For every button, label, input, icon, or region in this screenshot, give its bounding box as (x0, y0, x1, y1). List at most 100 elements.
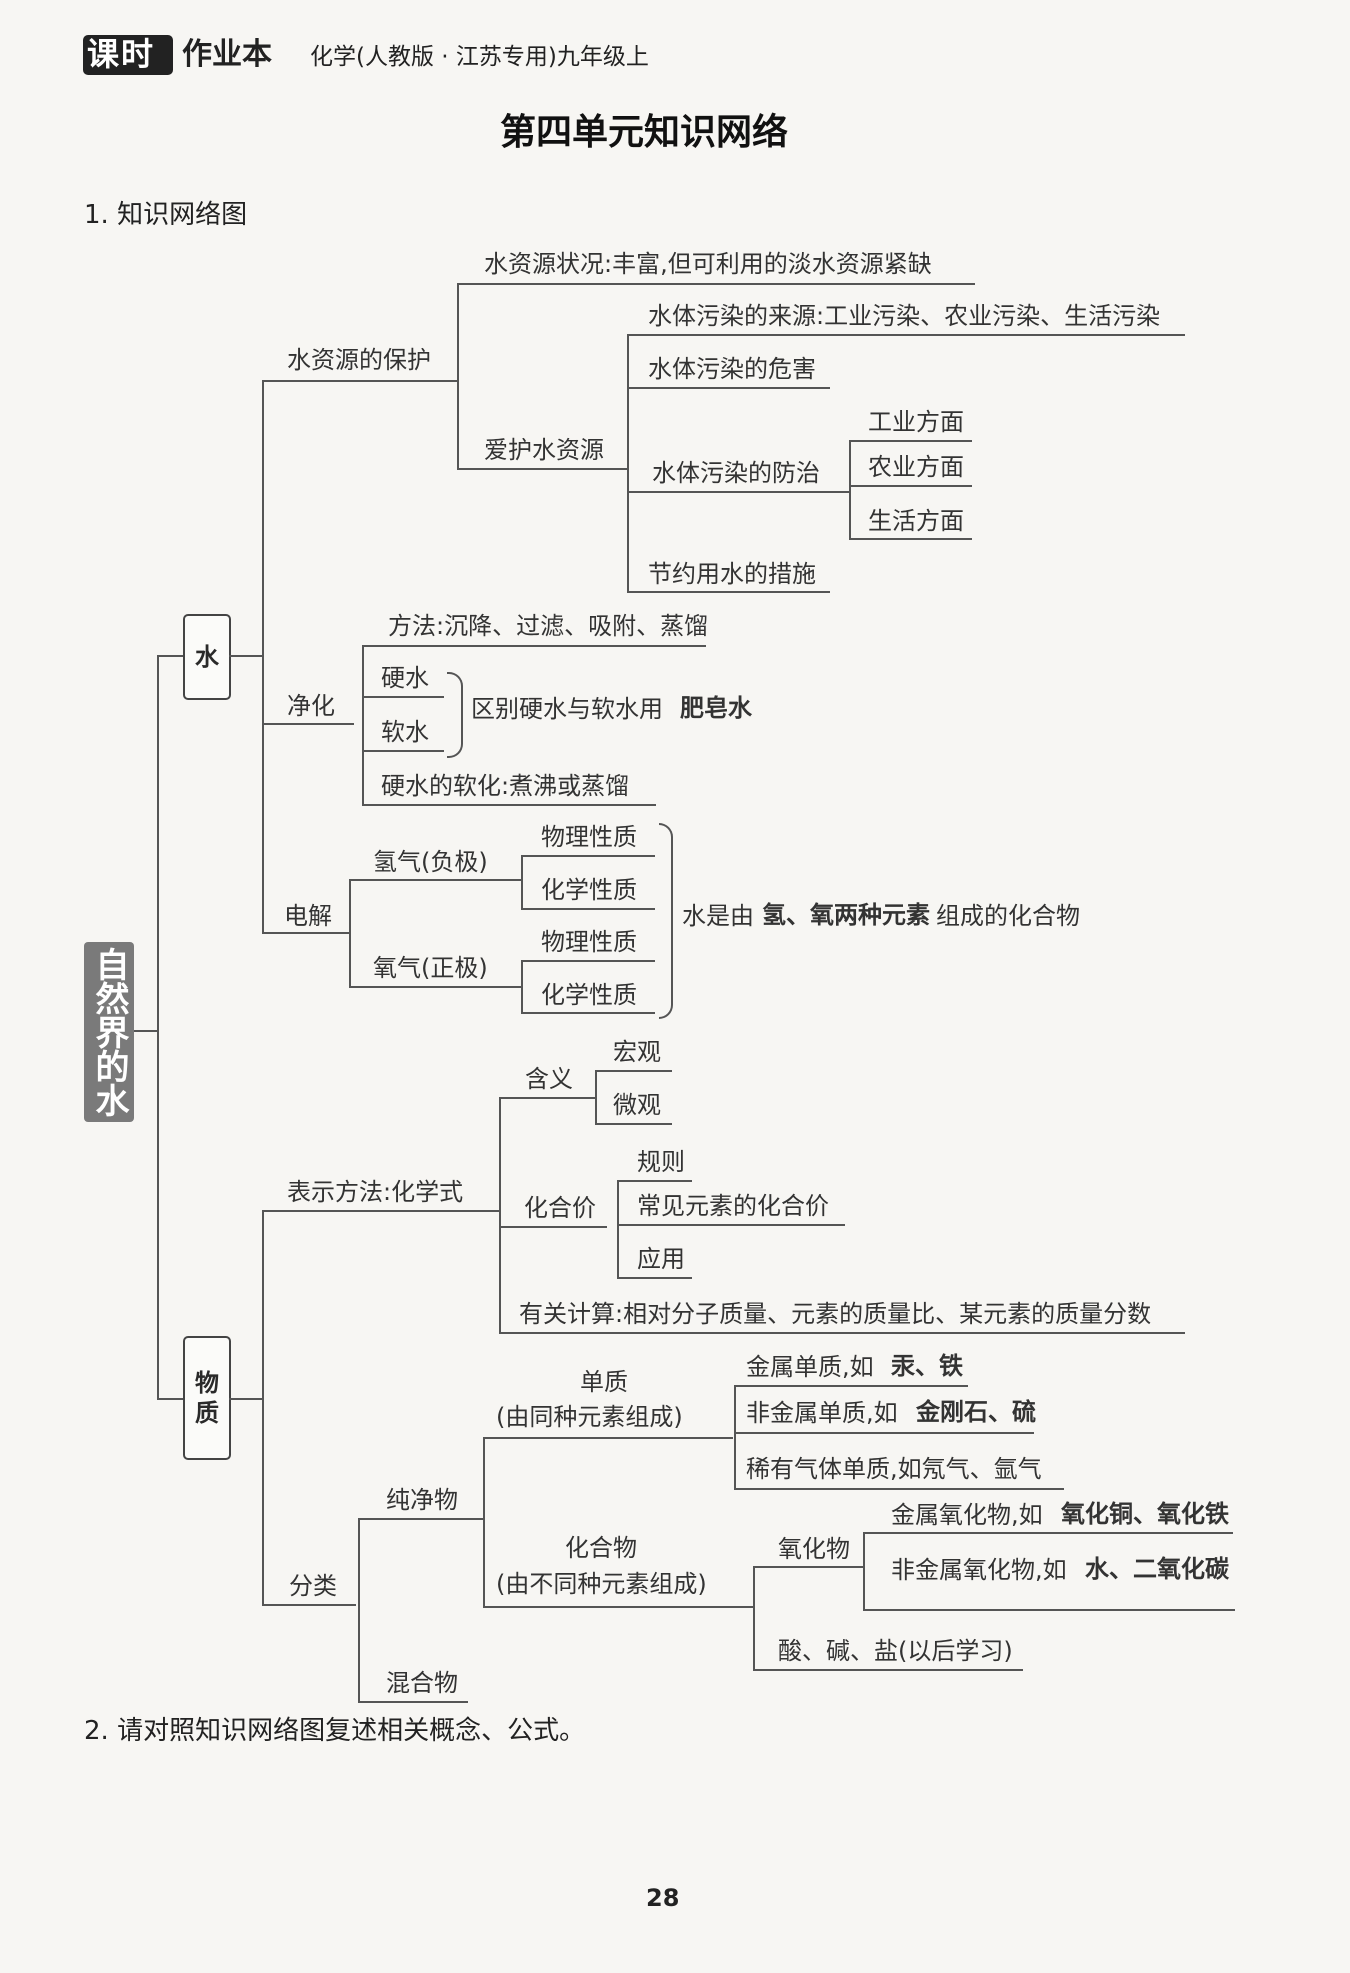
nonmetal-element-prefix: 非金属单质,如 (746, 1399, 898, 1427)
connector (457, 283, 459, 469)
purification-underline (262, 723, 354, 725)
representation-underline (262, 1210, 499, 1212)
brace (659, 823, 673, 1019)
noble-gas-element: 稀有气体单质,如氖气、氩气 (746, 1455, 1042, 1483)
connector (863, 1532, 1233, 1534)
nonmetal-oxide-answer: 水、二氧化碳 (1085, 1554, 1229, 1583)
pure-substance-label: 纯净物 (386, 1486, 458, 1514)
matter-label: 物质 (195, 1369, 219, 1427)
conclusion-answer: 氢、氧两种元素 (762, 900, 930, 929)
classification-label: 分类 (289, 1572, 337, 1600)
connector (157, 655, 159, 1400)
connector (362, 645, 364, 805)
hydrogen-label: 氢气(负极) (373, 848, 488, 876)
source-underline (627, 334, 1185, 336)
acid-base-salt: 酸、碱、盐(以后学习) (778, 1637, 1013, 1665)
connector (262, 1210, 264, 1605)
connector (863, 1609, 1235, 1611)
page-number: 28 (646, 1884, 680, 1912)
connector (849, 485, 972, 487)
mixture-underline (358, 1701, 468, 1703)
connector (595, 1070, 672, 1072)
method-underline (362, 645, 706, 647)
mixture-label: 混合物 (386, 1669, 458, 1697)
hard-water: 硬水 (381, 664, 429, 692)
connector (734, 1488, 1064, 1490)
meaning-label: 含义 (525, 1065, 573, 1093)
connector (358, 1518, 360, 1702)
section-1-label: 1. 知识网络图 (84, 200, 248, 230)
connector (627, 334, 629, 592)
matter-box: 物质 (183, 1336, 231, 1460)
connector (617, 1180, 619, 1278)
calculation-underline (499, 1332, 1185, 1334)
oxide-label: 氧化物 (778, 1535, 850, 1563)
connector (595, 1123, 672, 1125)
connector (617, 1180, 692, 1182)
connector (617, 1224, 845, 1226)
compound-label-note: (由不同种元素组成) (496, 1570, 707, 1598)
distinguish-answer: 肥皂水 (680, 693, 752, 722)
brand-subtitle: 作业本 (182, 37, 272, 72)
nonmetal-element-answer: 金刚石、硫 (916, 1397, 1036, 1426)
valence-application: 应用 (637, 1245, 685, 1273)
valence-rules: 规则 (637, 1148, 685, 1176)
connector (521, 1012, 655, 1014)
oxide-underline (753, 1566, 863, 1568)
water-saving: 节约用水的措施 (648, 560, 816, 588)
connector (349, 879, 351, 987)
connector (134, 1030, 158, 1032)
prevention-underline (627, 491, 849, 493)
brand-logo (83, 35, 173, 75)
meaning-underline (499, 1097, 595, 1099)
connector (262, 380, 264, 933)
compound-underline (483, 1606, 753, 1608)
classification-underline (262, 1604, 356, 1606)
pollution-source: 水体污染的来源:工业污染、农业污染、生活污染 (648, 302, 1161, 330)
acid-base-salt-underline (753, 1669, 1023, 1671)
metal-oxide-prefix: 金属氧化物,如 (891, 1501, 1043, 1529)
connector (521, 855, 523, 909)
metal-element-answer: 汞、铁 (891, 1351, 963, 1380)
connector (734, 1385, 968, 1387)
connector (521, 960, 655, 962)
connector (362, 696, 444, 698)
connector (595, 1070, 597, 1124)
connector (229, 1398, 263, 1400)
saving-underline (627, 591, 830, 593)
hydrogen-underline (349, 879, 521, 881)
connector (521, 855, 655, 857)
connector (362, 750, 444, 752)
electrolysis-label: 电解 (284, 902, 332, 930)
water-status: 水资源状况:丰富,但可利用的淡水资源紧缺 (484, 250, 932, 278)
brand-logo-text: 课时 (87, 35, 156, 73)
connector (483, 1437, 485, 1607)
distinguish-prefix: 区别硬水与软水用 (471, 695, 663, 723)
connector (229, 655, 263, 657)
oxygen-physical: 物理性质 (541, 928, 637, 956)
connector (617, 1277, 692, 1279)
section-2-label: 2. 请对照知识网络图复述相关概念、公式。 (84, 1716, 586, 1746)
element-label: 单质 (580, 1368, 628, 1396)
protection-underline (262, 380, 457, 382)
connector (849, 538, 972, 540)
calculation-label: 有关计算:相对分子质量、元素的质量比、某元素的质量分数 (519, 1300, 1152, 1328)
metal-oxide-answer: 氧化铜、氧化铁 (1061, 1499, 1229, 1528)
connector (157, 655, 184, 657)
oxygen-chemical: 化学性质 (541, 981, 637, 1009)
compound-label: 化合物 (565, 1534, 637, 1562)
care-label: 爱护水资源 (484, 436, 604, 464)
meaning-micro: 微观 (613, 1091, 661, 1119)
water-box: 水 (183, 614, 231, 700)
element-label-note: (由同种元素组成) (496, 1403, 683, 1431)
conclusion-suffix: 组成的化合物 (936, 902, 1080, 930)
connector (734, 1385, 736, 1489)
oxygen-underline (349, 986, 521, 988)
connector (753, 1566, 755, 1670)
prevention-label: 水体污染的防治 (652, 459, 820, 487)
soft-water: 软水 (381, 718, 429, 746)
representation-label: 表示方法:化学式 (287, 1178, 464, 1206)
valence-label: 化合价 (524, 1194, 596, 1222)
connector (157, 1398, 184, 1400)
